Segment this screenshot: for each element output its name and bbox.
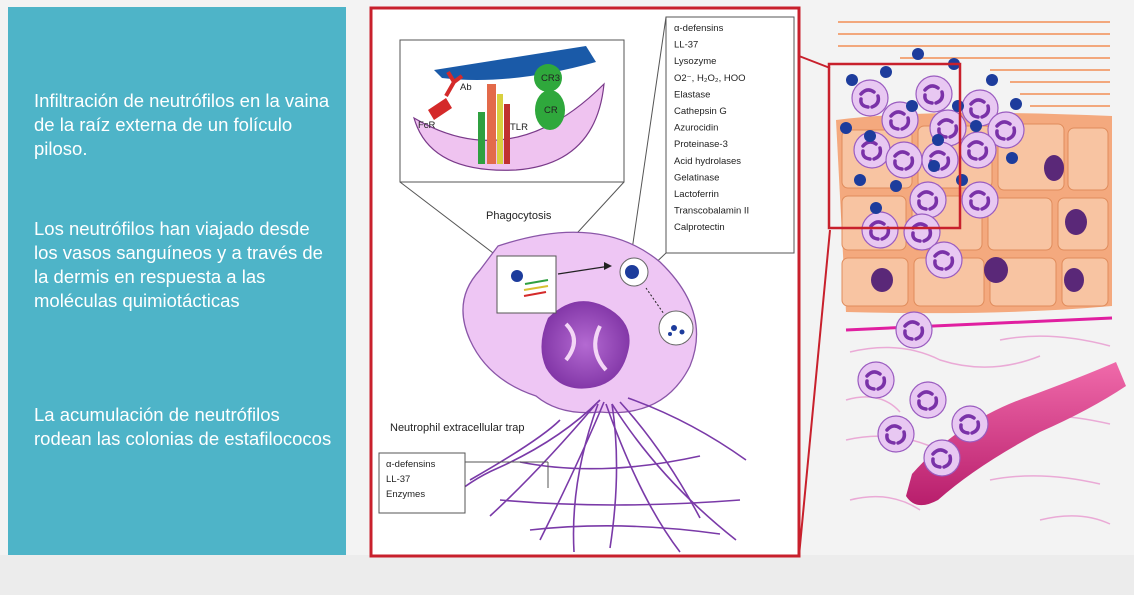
list-item: Proteinase-3 — [674, 139, 728, 150]
phagocytosis-box — [497, 256, 556, 313]
list-item: Lysozyme — [674, 56, 716, 67]
list-item: O2⁻, H₂O₂, HOO — [674, 73, 746, 84]
receptor-inset: Ab FcR TLR CR3 CR — [400, 40, 624, 182]
list-item: Transcobalamin II — [674, 206, 749, 217]
bacterium — [840, 122, 852, 134]
bacterium — [912, 48, 924, 60]
tlr-bar-3 — [504, 104, 510, 164]
bacterium — [970, 120, 982, 132]
net-label: Neutrophil extracellular trap — [390, 422, 525, 434]
label-cr3: CR3 — [541, 73, 560, 84]
bacterium — [890, 180, 902, 192]
neutrophil — [926, 242, 962, 278]
basement-membrane — [846, 318, 1112, 330]
tlr-bar-4 — [478, 112, 485, 164]
list-item: Cathepsin G — [674, 106, 727, 117]
bacterium — [952, 100, 964, 112]
bacterium — [956, 174, 968, 186]
list-item: LL-37 — [674, 40, 698, 51]
neutrophil — [896, 312, 932, 348]
neutrophil — [910, 182, 946, 218]
phagocytosis-label: Phagocytosis — [486, 210, 552, 222]
list-item: Lactoferrin — [674, 189, 719, 200]
bacterium — [846, 74, 858, 86]
bacterium — [906, 100, 918, 112]
list-item: Enzymes — [386, 489, 425, 500]
list-item: Calprotectin — [674, 222, 725, 233]
list-item: LL-37 — [386, 474, 410, 485]
bacterium — [986, 74, 998, 86]
label-ab: Ab — [460, 82, 472, 93]
bacterium — [870, 202, 882, 214]
blood-vessel — [906, 362, 1126, 505]
neutrophil — [952, 406, 988, 442]
bacterium — [1010, 98, 1022, 110]
tlr-bar-2 — [497, 94, 503, 164]
bacterium — [880, 66, 892, 78]
neutrophil — [960, 132, 996, 168]
list-item: Gelatinase — [674, 172, 719, 183]
list-item: Azurocidin — [674, 123, 718, 134]
neutrophil — [852, 80, 888, 116]
neutrophil — [886, 142, 922, 178]
bacterium — [932, 134, 944, 146]
label-cr: CR — [544, 105, 558, 116]
bacterium — [854, 174, 866, 186]
list-item: α-defensins — [386, 459, 436, 470]
label-fcr: FcR — [418, 120, 436, 131]
tlr-bar-1 — [487, 84, 496, 164]
label-tlr: TLR — [510, 122, 528, 133]
neutrophil — [962, 182, 998, 218]
list-item: Acid hydrolases — [674, 156, 741, 167]
list-item: Elastase — [674, 89, 710, 100]
neutrophil — [910, 382, 946, 418]
list-item: α-defensins — [674, 23, 724, 34]
neutrophil — [862, 212, 898, 248]
neutrophil — [916, 76, 952, 112]
bacterium — [1006, 152, 1018, 164]
bacterium — [928, 160, 940, 172]
neutrophil — [858, 362, 894, 398]
neutrophil — [922, 142, 958, 178]
bacterium — [864, 130, 876, 142]
neutrophil — [878, 416, 914, 452]
neutrophil — [924, 440, 960, 476]
